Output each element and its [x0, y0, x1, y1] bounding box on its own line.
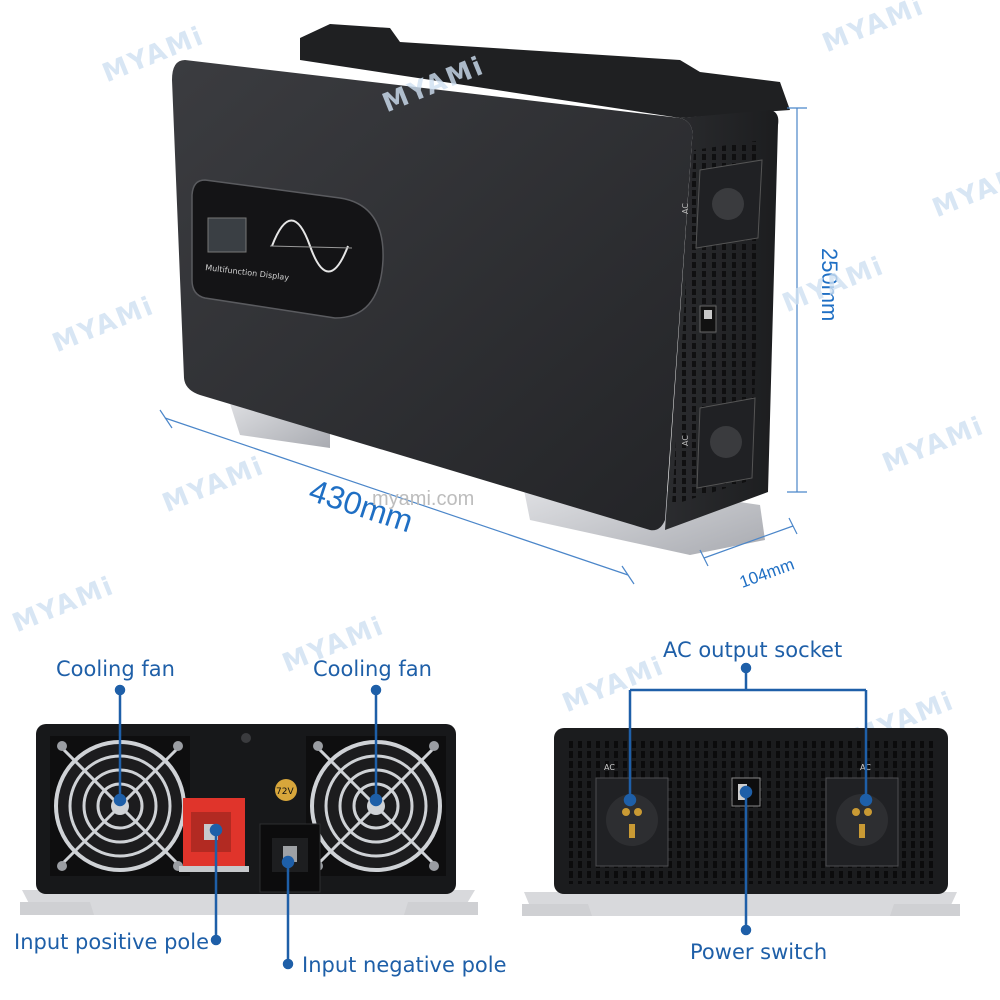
- ac-socket-left: AC: [595, 763, 669, 867]
- side-ac-socket-top: AC: [681, 159, 763, 249]
- lcd-screen: [207, 217, 247, 253]
- height-dimension-line: [787, 107, 807, 493]
- callout-cooling-fan-left: Cooling fan: [56, 657, 175, 681]
- sine-axis: [269, 245, 353, 249]
- display-panel: [191, 179, 384, 319]
- socket-label-left: AC: [604, 763, 615, 772]
- callout-input-positive: Input positive pole: [14, 930, 210, 954]
- sine-wave-icon: [271, 219, 349, 273]
- inverter-front: [172, 60, 693, 531]
- callout-cooling-fan-right: Cooling fan: [313, 657, 432, 681]
- width-dimension-line: [159, 409, 635, 585]
- side-power-switch: [699, 305, 717, 333]
- side-socket-label-top: AC: [681, 203, 690, 214]
- callout-ac-output-socket: AC output socket: [663, 638, 843, 662]
- inverter-socket-view: AC AC: [522, 728, 960, 916]
- mounting-bracket: [300, 24, 790, 118]
- side-ac-socket-bottom: AC: [681, 397, 756, 489]
- inverter-main-view: AC AC Multifunction Display: [159, 24, 807, 585]
- ac-socket-right: AC: [825, 763, 899, 867]
- positive-terminal: [179, 798, 249, 872]
- watermark-site: myami.com: [372, 488, 475, 510]
- callout-input-negative: Input negative pole: [302, 953, 507, 977]
- side-socket-label-bottom: AC: [681, 435, 690, 446]
- callout-power-switch: Power switch: [690, 940, 828, 964]
- voltage-badge-text: 72V: [276, 787, 294, 797]
- depth-dimension-line: [699, 517, 798, 567]
- voltage-badge: 72V: [275, 779, 297, 801]
